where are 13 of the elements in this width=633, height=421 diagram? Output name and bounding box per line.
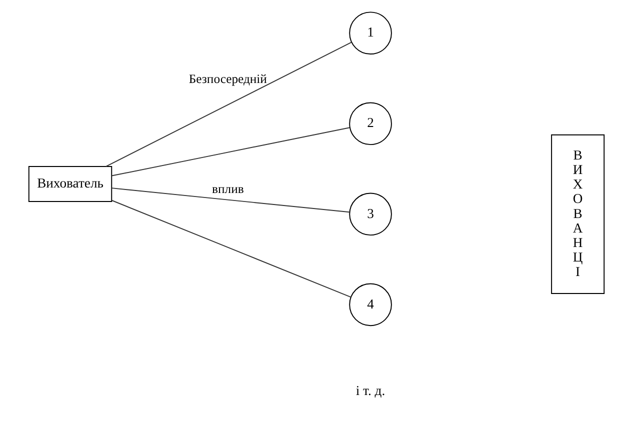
connector <box>111 200 352 298</box>
label: і т. д. <box>356 382 386 398</box>
edge-label: вплив <box>212 182 244 196</box>
connector <box>106 42 352 167</box>
edge-label: Безпосередній <box>188 72 267 86</box>
node-circle: 4 <box>349 283 392 326</box>
node-box: Вихователь <box>28 166 112 202</box>
node-circle: 1 <box>349 12 392 55</box>
connector <box>111 188 350 213</box>
node-circle: 3 <box>349 192 392 236</box>
node-box: ВИХОВАНЦІ <box>551 134 605 294</box>
node-circle: 2 <box>349 102 392 146</box>
connector <box>111 127 350 176</box>
